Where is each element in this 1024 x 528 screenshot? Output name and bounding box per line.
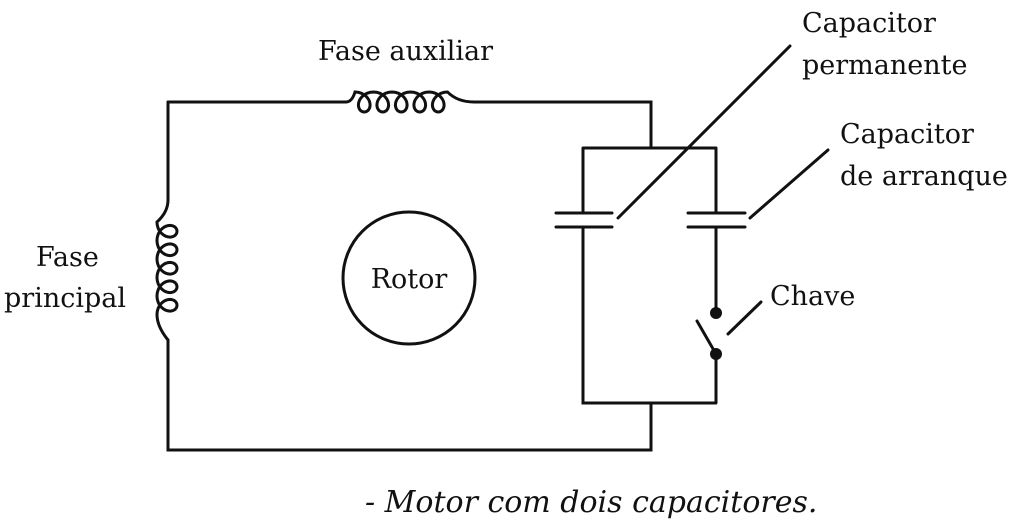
- top-wire-right: [472, 100, 653, 150]
- leader-switch: [726, 300, 763, 336]
- auxiliary-winding-coil: [344, 90, 476, 114]
- rotor-circle: [341, 210, 477, 346]
- label-fase-auxiliar: Fase auxiliar: [318, 36, 493, 67]
- capacitor-branch-box: [581, 146, 718, 405]
- label-rotor: Rotor: [371, 264, 448, 295]
- label-capacitor-arranque-1: Capacitor: [840, 119, 974, 150]
- label-chave: Chave: [770, 281, 855, 312]
- label-capacitor-arranque-2: de arranque: [840, 161, 1008, 192]
- leader-permanent-capacitor: [616, 44, 792, 220]
- switch: [695, 307, 722, 360]
- label-capacitor-permanente-1: Capacitor: [802, 8, 936, 39]
- left-wire-bottom: [166, 338, 653, 452]
- label-fase-principal-1: Fase: [36, 242, 99, 273]
- start-capacitor: [686, 211, 747, 229]
- figure-caption: - Motor com dois capacitores.: [365, 485, 817, 520]
- label-capacitor-permanente-2: permanente: [802, 50, 967, 81]
- permanent-capacitor: [554, 211, 614, 229]
- label-fase-principal-2: principal: [4, 283, 126, 314]
- main-winding-coil: [155, 198, 179, 342]
- leader-start-capacitor: [748, 148, 830, 220]
